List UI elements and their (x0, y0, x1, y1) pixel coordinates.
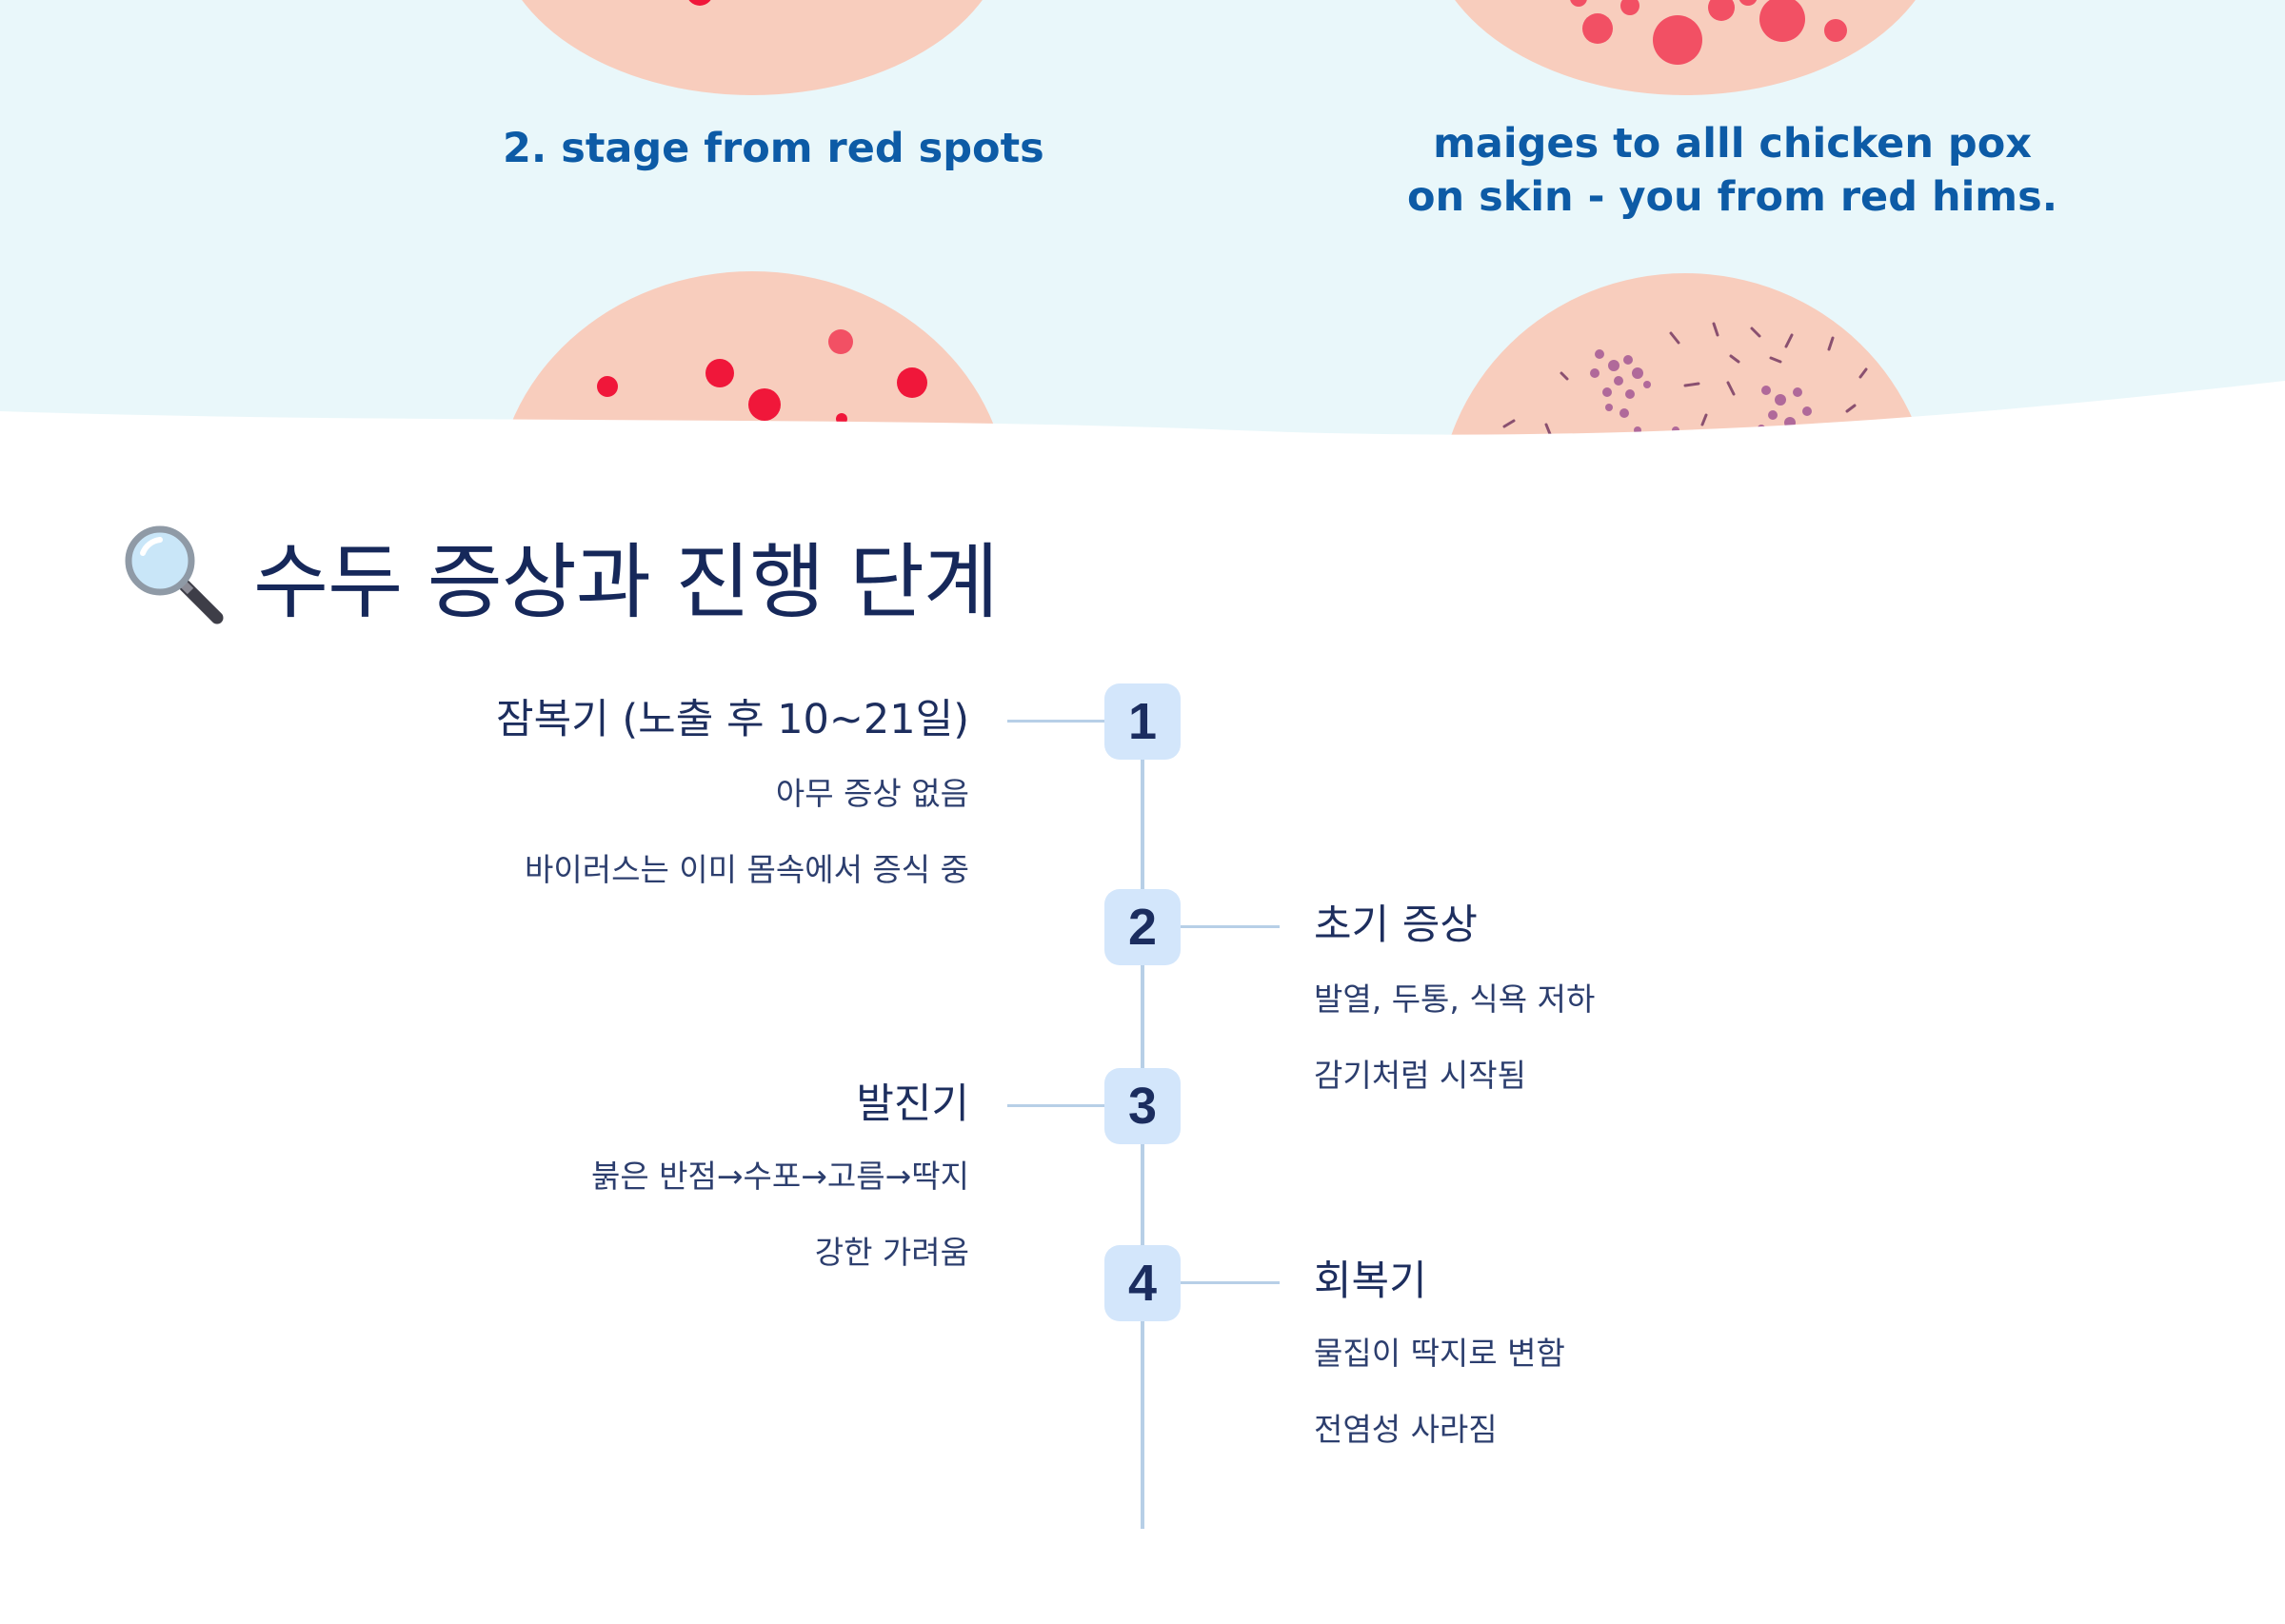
skin-stages-illustration (0, 0, 2285, 457)
timeline-connector (1007, 1104, 1104, 1107)
stage-number-badge: 3 (1104, 1068, 1181, 1144)
stage-detail: 바이러스는 이미 몸속에서 증식 중 (525, 851, 969, 888)
stage-detail: 감기처럼 시작됨 (1314, 1057, 1527, 1094)
red-spot (897, 367, 927, 398)
timeline-connector (1007, 720, 1104, 723)
stage-detail: 전염성 사라짐 (1314, 1411, 1498, 1448)
red-spot (705, 359, 734, 387)
skin-patch-bottom-left (500, 271, 1004, 457)
stage-detail: 아무 증상 없음 (775, 775, 969, 812)
red-spot (1824, 19, 1847, 42)
wave-divider (0, 381, 2285, 457)
page-title: 수두 증상과 진행 단계 (253, 534, 999, 630)
red-spot (688, 0, 711, 6)
stage-number-badge: 2 (1104, 889, 1181, 965)
hero-caption-right-line2: on skin - you from red hims. (1407, 173, 2058, 221)
stage-title: 회복기 (1314, 1258, 1427, 1305)
red-spot (1582, 13, 1613, 44)
stage-detail: 강한 가려움 (814, 1234, 969, 1271)
stage-title: 발진기 (856, 1080, 969, 1128)
stage-number-badge: 4 (1104, 1245, 1181, 1321)
stage-number-badge: 1 (1104, 683, 1181, 760)
stage-detail: 붉은 반점→수포→고름→딱지 (590, 1158, 969, 1195)
timeline-connector (1181, 925, 1280, 928)
red-spot (1620, 0, 1639, 15)
skin-patch-top-left (522, 0, 983, 95)
scratch-marks (1502, 322, 1868, 436)
red-spot (1739, 0, 1758, 6)
stage-title: 잠복기 (노출 후 10~21일) (496, 696, 969, 743)
stage-title: 초기 증상 (1314, 901, 1478, 949)
red-spot (1759, 0, 1805, 42)
red-spot (1708, 0, 1735, 21)
magnifying-glass-icon (125, 525, 224, 624)
stage-detail: 물집이 딱지로 변함 (1314, 1335, 1565, 1372)
hero-illustration: 2. stage from red spots maiges to alll c… (0, 0, 2285, 457)
hero-caption-right: maiges to alll chicken pox on skin - you… (1407, 117, 2057, 224)
hero-caption-right-line1: maiges to alll chicken pox (1433, 120, 2032, 168)
hero-caption-left: 2. stage from red spots (503, 125, 1044, 172)
red-spot (828, 329, 853, 354)
red-spot (1570, 0, 1587, 7)
red-spot (597, 376, 618, 397)
section-heading: 수두 증상과 진행 단계 (122, 522, 999, 630)
red-spot (748, 388, 781, 421)
red-spot (1653, 15, 1702, 65)
timeline-connector (1181, 1281, 1280, 1284)
stage-detail: 발열, 두통, 식욕 저하 (1314, 980, 1596, 1018)
